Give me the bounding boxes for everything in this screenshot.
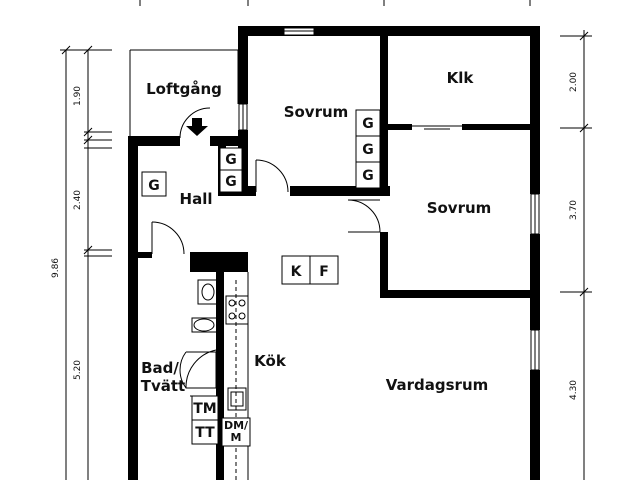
marker-g-2: G — [225, 174, 237, 190]
room-label-kok: Kök — [254, 352, 287, 370]
g-boxes — [141, 109, 381, 197]
top-dimension-ticks — [139, 0, 531, 6]
marker-g-5: G — [362, 168, 374, 184]
kf-boxes — [281, 255, 339, 285]
windows — [238, 27, 540, 371]
marker-tm: TM — [193, 401, 216, 417]
marker-tt: TT — [195, 425, 215, 441]
dim-left-2: 2.40 — [73, 190, 83, 210]
marker-g-1: G — [225, 152, 237, 168]
right-dimension-lines — [560, 30, 592, 480]
dim-right-1: 2.00 — [569, 72, 579, 92]
entrance-arrow-icon — [186, 118, 208, 136]
dim-left-total: 9.86 — [51, 258, 61, 278]
marker-dm-line2: M — [231, 431, 242, 444]
marker-g-3: G — [362, 116, 374, 132]
bathroom-fixtures — [179, 279, 219, 397]
room-label-klk: Klk — [447, 69, 475, 87]
marker-f: F — [319, 264, 329, 280]
appliance-boxes — [191, 395, 251, 447]
left-dimension-lines — [60, 45, 112, 480]
dim-left-3: 5.20 — [73, 360, 83, 380]
dim-right-3: 4.30 — [569, 380, 579, 400]
room-label-bad-line1: Bad/ — [141, 359, 179, 377]
room-label-sovrum-top: Sovrum — [284, 103, 349, 121]
dim-left-1: 1.90 — [73, 86, 83, 106]
dim-right-2: 3.70 — [569, 200, 579, 220]
marker-g-hall: G — [148, 178, 160, 194]
room-label-hall: Hall — [180, 190, 213, 208]
room-label-vardagsrum: Vardagsrum — [386, 376, 489, 394]
room-label-loftgang: Loftgång — [146, 80, 222, 98]
room-label-sovrum-right: Sovrum — [427, 199, 492, 217]
kitchen-counter — [225, 272, 249, 480]
marker-g-4: G — [362, 142, 374, 158]
marker-dm-line1: DM/ — [224, 419, 249, 432]
marker-k: K — [291, 264, 303, 280]
door-swings — [151, 107, 462, 255]
room-label-bad-line2: Tvätt — [141, 377, 185, 395]
